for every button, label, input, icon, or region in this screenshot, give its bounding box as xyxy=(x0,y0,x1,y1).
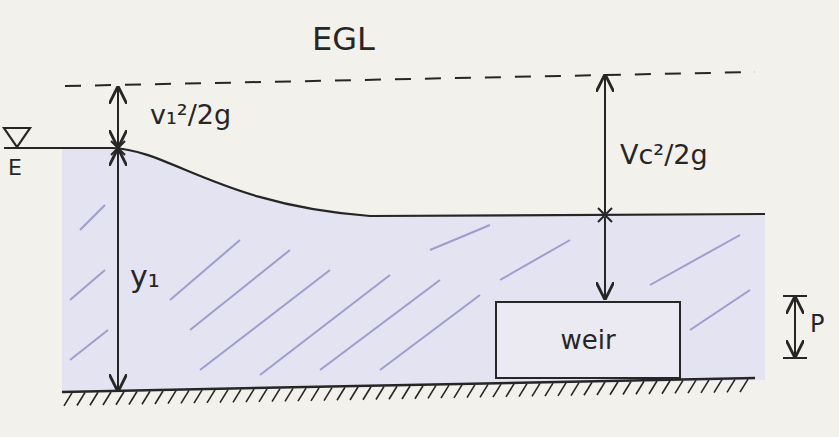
dimension-tick xyxy=(783,357,807,359)
line-label: EGL xyxy=(312,22,375,57)
energy-grade-line xyxy=(65,72,755,86)
water-fill xyxy=(20,148,765,392)
velocity-head-label: v₁²/2g xyxy=(150,100,231,130)
velocity-head-arrow xyxy=(117,88,119,146)
depth-label: y₁ xyxy=(128,260,162,293)
point-label: E xyxy=(8,156,22,180)
weir-block: weir xyxy=(495,301,681,379)
dimension-tick xyxy=(783,295,807,297)
part-label: weir xyxy=(560,325,615,355)
velocity-head-label: Vc²/2g xyxy=(620,140,708,170)
weir-height-arrow xyxy=(794,298,796,356)
dimension-label: P xyxy=(810,311,824,337)
velocity-head-arrow xyxy=(604,76,606,213)
point-mark xyxy=(598,208,612,222)
point-mark xyxy=(111,141,125,155)
head-arrow xyxy=(604,217,606,298)
depth-arrow xyxy=(117,150,119,390)
bed-hatching xyxy=(64,379,748,406)
water-surface-symbol xyxy=(4,128,30,147)
